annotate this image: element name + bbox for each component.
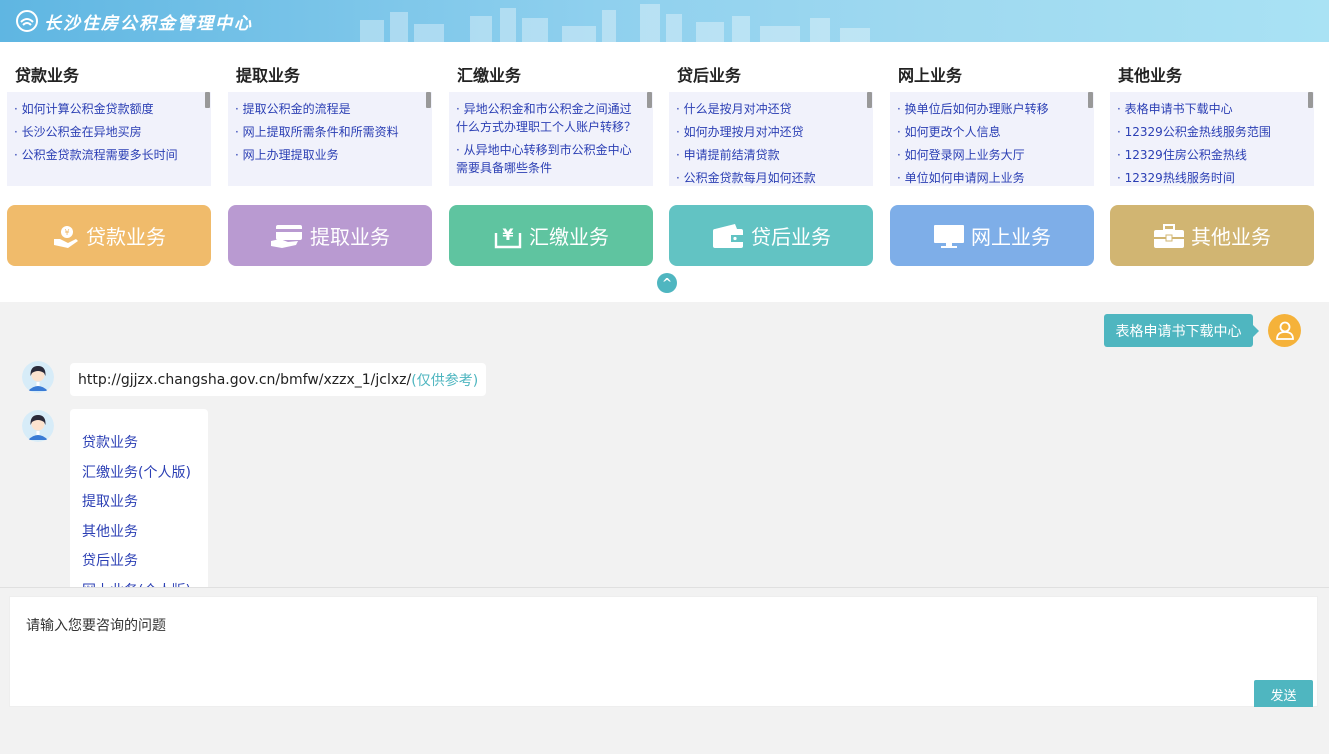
column-title: 贷款业务 bbox=[15, 66, 80, 85]
scrollbar[interactable] bbox=[426, 92, 431, 108]
city-skyline-decoration bbox=[360, 4, 870, 42]
bot-link-list-message: 贷款业务 汇缴业务(个人版) 提取业务 其他业务 贷后业务 网上业务(个人版) bbox=[70, 409, 208, 587]
hand-coin-icon: ¥ bbox=[54, 225, 78, 248]
question-link[interactable]: 表格申请书下载中心 bbox=[1117, 100, 1300, 118]
question-link[interactable]: 如何登录网上业务大厅 bbox=[897, 146, 1080, 164]
deposit-business-button[interactable]: ¥ 汇缴业务 bbox=[449, 205, 653, 266]
question-link[interactable]: 公积金贷款流程需要多长时间 bbox=[14, 146, 197, 164]
button-label: 汇缴业务 bbox=[529, 225, 609, 249]
send-button[interactable]: 发送 bbox=[1254, 680, 1313, 709]
question-link[interactable]: 如何办理按月对冲还贷 bbox=[676, 123, 859, 141]
bot-link-item[interactable]: 其他业务 bbox=[82, 523, 138, 540]
column-title: 其他业务 bbox=[1118, 66, 1183, 85]
button-label: 提取业务 bbox=[310, 225, 390, 249]
column-title: 网上业务 bbox=[898, 66, 963, 85]
bot-url-note: (仅供参考) bbox=[411, 372, 479, 389]
message-input-box: 发送 bbox=[9, 596, 1318, 709]
wallet-icon bbox=[713, 223, 743, 248]
column-title: 贷后业务 bbox=[677, 66, 742, 85]
loan-business-button[interactable]: ¥ 贷款业务 bbox=[7, 205, 211, 266]
customer-service-avatar-icon bbox=[22, 361, 54, 393]
bot-link-item[interactable]: 汇缴业务(个人版) bbox=[82, 464, 191, 481]
collapse-panel-button[interactable]: ^ bbox=[657, 273, 677, 293]
yuan-tray-icon: ¥ bbox=[494, 225, 522, 248]
question-list[interactable]: 如何计算公积金贷款额度 长沙公积金在异地买房 公积金贷款流程需要多长时间 bbox=[7, 92, 211, 186]
business-panel: 贷款业务 如何计算公积金贷款额度 长沙公积金在异地买房 公积金贷款流程需要多长时… bbox=[0, 42, 1329, 302]
chat-area[interactable]: 表格申请书下载中心 http://gjjzx.changsha.gov.cn/b… bbox=[0, 302, 1329, 587]
button-label: 贷款业务 bbox=[86, 225, 166, 249]
question-link[interactable]: 网上办理提取业务 bbox=[235, 146, 418, 164]
bot-url-link[interactable]: http://gjjzx.changsha.gov.cn/bmfw/xzzx_1… bbox=[78, 371, 412, 388]
question-link[interactable]: 长沙公积金在异地买房 bbox=[14, 123, 197, 141]
question-link[interactable]: 如何计算公积金贷款额度 bbox=[14, 100, 197, 118]
other-business-button[interactable]: 其他业务 bbox=[1110, 205, 1314, 266]
bot-avatar bbox=[22, 361, 54, 393]
scrollbar[interactable] bbox=[867, 92, 872, 108]
question-link[interactable]: 单位如何申请网上业务 bbox=[897, 169, 1080, 186]
svg-text:¥: ¥ bbox=[64, 228, 69, 237]
user-avatar bbox=[1268, 314, 1301, 347]
question-list[interactable]: 什么是按月对冲还贷 如何办理按月对冲还贷 申请提前结清贷款 公积金贷款每月如何还… bbox=[669, 92, 873, 186]
question-list[interactable]: 异地公积金和市公积金之间通过什么方式办理职工个人账户转移？ 从异地中心转移到市公… bbox=[449, 92, 653, 186]
bot-link-item[interactable]: 提取业务 bbox=[82, 494, 138, 510]
question-link[interactable]: 异地公积金和市公积金之间通过什么方式办理职工个人账户转移？ bbox=[456, 100, 639, 136]
question-list[interactable]: 表格申请书下载中心 12329公积金热线服务范围 12329住房公积金热线 12… bbox=[1110, 92, 1314, 186]
header-title: 长沙住房公积金管理中心 bbox=[44, 14, 253, 34]
online-business-button[interactable]: 网上业务 bbox=[890, 205, 1094, 266]
collapse-symbol: ^ bbox=[661, 276, 673, 290]
question-link[interactable]: 提取公积金的流程是 bbox=[235, 100, 418, 118]
question-link[interactable]: 12329住房公积金热线 bbox=[1117, 146, 1300, 164]
scrollbar[interactable] bbox=[647, 92, 652, 108]
header-bar: 长沙住房公积金管理中心 bbox=[0, 0, 1329, 42]
briefcase-icon bbox=[1154, 223, 1184, 248]
question-list[interactable]: 换单位后如何办理账户转移 如何更改个人信息 如何登录网上业务大厅 单位如何申请网… bbox=[890, 92, 1094, 186]
bottom-spacer bbox=[0, 707, 1329, 754]
monitor-icon bbox=[934, 224, 964, 248]
user-message-text: 表格申请书下载中心 bbox=[1115, 323, 1242, 340]
user-icon bbox=[1275, 321, 1294, 340]
button-label: 贷后业务 bbox=[751, 225, 831, 249]
question-list[interactable]: 提取公积金的流程是 网上提取所需条件和所需资料 网上办理提取业务 bbox=[228, 92, 432, 186]
post-loan-business-button[interactable]: 贷后业务 bbox=[669, 205, 873, 266]
question-link[interactable]: 网上提取所需条件和所需资料 bbox=[235, 123, 418, 141]
question-link[interactable]: 申请提前结清贷款 bbox=[676, 146, 859, 164]
question-link[interactable]: 如何更改个人信息 bbox=[897, 123, 1080, 141]
message-input[interactable] bbox=[10, 597, 1317, 706]
question-link[interactable]: 什么是按月对冲还贷 bbox=[676, 100, 859, 118]
scrollbar[interactable] bbox=[1308, 92, 1313, 108]
svg-text:¥: ¥ bbox=[502, 225, 513, 244]
bot-avatar bbox=[22, 410, 54, 442]
logo-icon bbox=[16, 10, 38, 32]
question-link[interactable]: 从异地中心转移到市公积金中心需要具备哪些条件 bbox=[456, 141, 639, 177]
scrollbar[interactable] bbox=[205, 92, 210, 108]
bot-link-item[interactable]: 贷后业务 bbox=[82, 553, 138, 569]
question-link[interactable]: 12329热线服务时间 bbox=[1117, 169, 1300, 186]
question-link[interactable]: 12329公积金热线服务范围 bbox=[1117, 123, 1300, 141]
button-label: 其他业务 bbox=[1191, 225, 1271, 249]
customer-service-avatar-icon bbox=[22, 410, 54, 442]
input-area: 发送 bbox=[0, 587, 1329, 709]
bot-url-message: http://gjjzx.changsha.gov.cn/bmfw/xzzx_1… bbox=[70, 363, 487, 396]
withdraw-business-button[interactable]: 提取业务 bbox=[228, 205, 432, 266]
bot-link-item[interactable]: 贷款业务 bbox=[82, 435, 138, 451]
question-link[interactable]: 换单位后如何办理账户转移 bbox=[897, 100, 1080, 118]
column-title: 提取业务 bbox=[236, 66, 301, 85]
button-label: 网上业务 bbox=[971, 225, 1051, 249]
user-message-bubble: 表格申请书下载中心 bbox=[1104, 314, 1259, 347]
scrollbar[interactable] bbox=[1088, 92, 1093, 108]
bot-link-item[interactable]: 网上业务(个人版) bbox=[82, 577, 196, 588]
card-hand-icon bbox=[271, 224, 302, 248]
column-title: 汇缴业务 bbox=[457, 66, 522, 85]
question-link[interactable]: 公积金贷款每月如何还款 bbox=[676, 169, 859, 186]
